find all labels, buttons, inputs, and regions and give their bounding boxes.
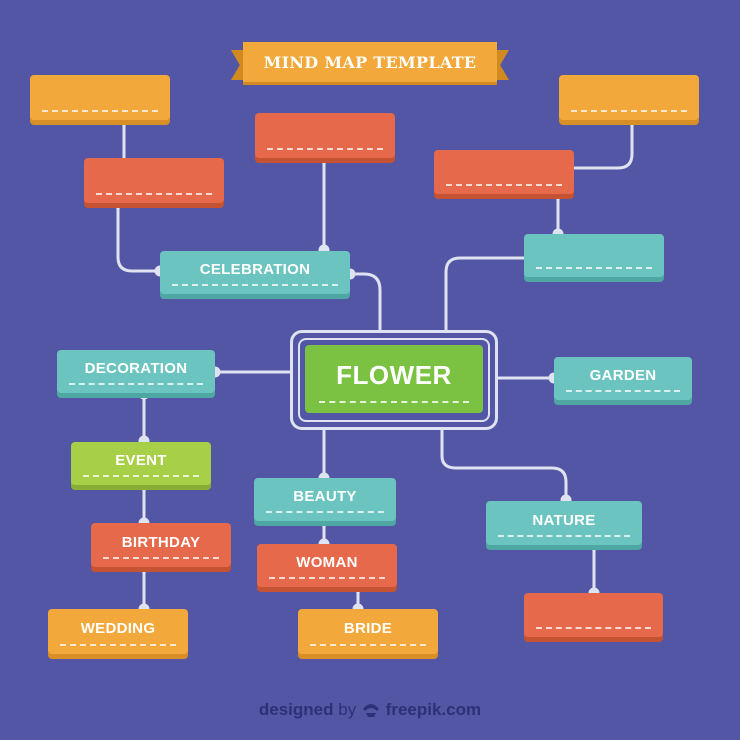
center-frame-outer (290, 330, 498, 430)
node-label: BIRTHDAY (121, 533, 201, 551)
node-flower-center[interactable]: FLOWER (305, 345, 483, 413)
node-nature[interactable]: NATURE (486, 501, 642, 545)
node-label: BEAUTY (293, 488, 357, 505)
node-dash (103, 557, 219, 559)
node-bride[interactable]: BRIDE (298, 609, 438, 654)
node-label: BRIDE (343, 620, 393, 637)
node-label: EVENT (115, 452, 167, 469)
node-dash (571, 110, 687, 112)
credit-by: by (338, 700, 357, 719)
node-label: GARDEN (589, 367, 657, 384)
edge-red-blank-c-orange-blank-b (573, 118, 634, 170)
node-garden[interactable]: GARDEN (554, 357, 692, 400)
credit-line: designed by freepik.com (0, 700, 740, 720)
node-dash (266, 511, 384, 513)
node-label: CELEBRATION (199, 261, 311, 278)
node-event[interactable]: EVENT (71, 442, 211, 485)
center-frame-inner (298, 338, 490, 422)
node-teal-blank[interactable] (524, 234, 664, 277)
node-beauty[interactable]: BEAUTY (254, 478, 396, 521)
node-dash (83, 475, 199, 477)
node-dash (319, 401, 469, 403)
node-dash (69, 383, 203, 385)
freepik-logo-icon (362, 704, 379, 717)
edge-flower-nature (440, 428, 568, 502)
node-dash (536, 627, 651, 629)
title-ribbon: MIND MAP TEMPLATE (231, 42, 509, 82)
node-red-blank-b[interactable] (255, 113, 395, 158)
edge-flower-teal-blank (444, 256, 526, 332)
node-red-blank-a[interactable] (84, 158, 224, 203)
edge-celebration-red-blank-a (116, 201, 162, 273)
node-orange-blank-b[interactable] (559, 75, 699, 120)
node-dash (536, 267, 652, 269)
node-label: DECORATION (84, 360, 188, 377)
node-dash (310, 644, 426, 646)
node-celebration[interactable]: CELEBRATION (160, 251, 350, 294)
node-dash (60, 644, 176, 646)
node-dash (96, 193, 212, 195)
node-dash (42, 110, 158, 112)
node-dash (172, 284, 338, 286)
node-dash (498, 535, 630, 537)
node-label: WEDDING (80, 620, 156, 637)
node-orange-blank-a[interactable] (30, 75, 170, 120)
node-label: WOMAN (296, 554, 358, 571)
node-red-blank-c[interactable] (434, 150, 574, 194)
node-dash (566, 390, 680, 392)
node-dash (267, 148, 383, 150)
node-dash (446, 184, 562, 186)
edge-flower-celebration (348, 272, 382, 332)
credit-designed: designed (258, 700, 334, 719)
node-decoration[interactable]: DECORATION (57, 350, 215, 393)
node-label: NATURE (532, 511, 596, 529)
center-label: FLOWER (336, 359, 452, 390)
node-birthday[interactable]: BIRTHDAY (91, 523, 231, 567)
node-woman[interactable]: WOMAN (257, 544, 397, 587)
page-title: MIND MAP TEMPLATE (243, 42, 497, 82)
node-red-blank-d[interactable] (524, 593, 663, 637)
node-dash (269, 577, 385, 579)
credit-brand[interactable]: freepik.com (385, 700, 482, 719)
node-wedding[interactable]: WEDDING (48, 609, 188, 654)
